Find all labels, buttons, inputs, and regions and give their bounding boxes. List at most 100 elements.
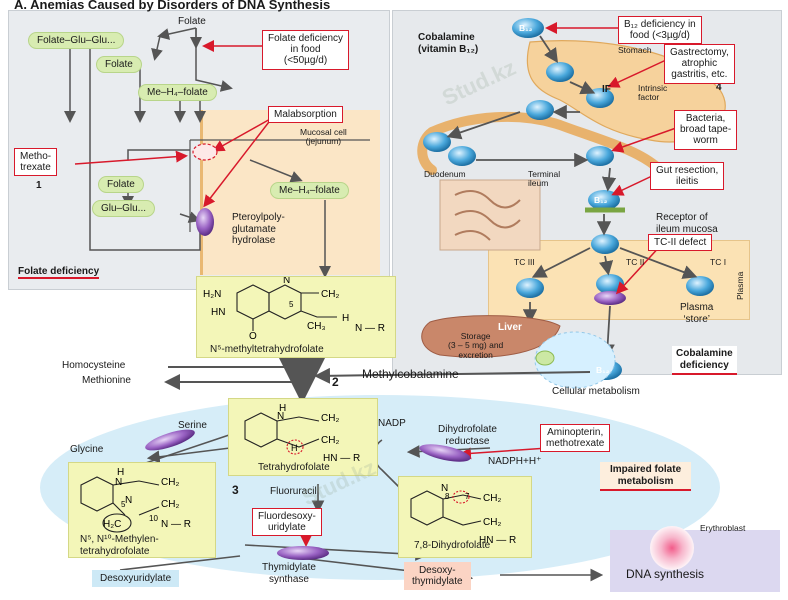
dhf-label: 7,8-Dihydrofolate	[414, 540, 491, 551]
aminopterin-box: Aminopterin, methotrexate	[540, 424, 611, 453]
svg-text:H₂C: H₂C	[103, 519, 121, 530]
dhf-reductase-label: Dihydrofolate reductase	[438, 424, 497, 447]
serine-label: Serine	[178, 420, 207, 431]
svg-text:N: N	[115, 477, 122, 488]
tc2-label: TC II	[626, 257, 645, 267]
svg-text:N — R: N — R	[355, 323, 385, 334]
svg-text:N: N	[283, 277, 290, 286]
svg-text:CH₂: CH₂	[161, 499, 179, 510]
thf-box: H N CH₂ H CH₂ HN — R	[228, 398, 378, 476]
svg-text:HN: HN	[211, 307, 225, 318]
n5-methylthf-label: N⁵-methyltetrahydrofolate	[210, 344, 324, 355]
b12-label-ileum: B₁₂	[594, 195, 608, 205]
duodenum-label: Duodenum	[424, 169, 466, 179]
thf-label: Tetrahydrofolate	[258, 462, 330, 473]
receptor-label: Receptor of ileum mucosa	[656, 212, 718, 235]
svg-text:H: H	[117, 467, 124, 478]
svg-text:10: 10	[149, 514, 158, 523]
nadph-label: NADPH+H⁺	[488, 456, 542, 467]
svg-text:CH₂: CH₂	[321, 435, 339, 446]
methylen-thf-box: H N CH₂ 5 N CH₂ H₂C 10 N — R	[68, 462, 216, 558]
plasma-store-label: Plasma ‘store’	[680, 302, 714, 325]
svg-text:5: 5	[121, 500, 126, 509]
impaired-folate-caption: Impaired folate metabolism	[600, 462, 692, 491]
svg-text:H: H	[291, 443, 298, 453]
svg-text:N — R: N — R	[161, 519, 191, 530]
step-4-number: 4	[716, 82, 722, 93]
methylcobalamine-label: Methylcobalamine	[362, 367, 459, 381]
dhf-box: N 8 7 CH₂ CH₂ HN — R	[398, 476, 532, 558]
svg-text:H: H	[279, 403, 286, 414]
folate-food-deficiency-box: Folate deficiency in food (<50µg/d)	[262, 30, 350, 70]
svg-text:CH₂: CH₂	[321, 413, 339, 424]
red-connectors-right	[300, 22, 677, 547]
folate-deficiency-caption: Folate deficiency	[18, 266, 100, 279]
svg-text:HN — R: HN — R	[323, 453, 360, 464]
gut-resection-box: Gut resection, ileitis	[650, 162, 725, 191]
thf-structure: H N CH₂ H CH₂ HN — R	[244, 403, 360, 464]
intrinsic-factor-label: Intrinsic factor	[638, 83, 668, 103]
folate-label: Folate	[178, 16, 206, 27]
methionine-label: Methionine	[82, 375, 131, 386]
folate-pill: Folate	[96, 56, 142, 73]
erythroblast-label: Erythroblast	[700, 523, 746, 533]
methylen-thf-label: N⁵, N¹⁰-Methylen- tetrahydrofolate	[80, 534, 159, 557]
bacteria-box: Bacteria, broad tape- worm	[674, 110, 738, 150]
nadp-label: NADP	[378, 418, 406, 429]
svg-text:H: H	[342, 313, 349, 324]
plasma-label: Plasma	[735, 271, 745, 300]
glu-glu-pill: Glu–Glu...	[92, 200, 156, 217]
b12-label-top: B₁₂	[519, 23, 533, 33]
storage-label: Storage (3 – 5 mg) and excretion	[448, 331, 504, 360]
desoxythymidylate-tag: Desoxy- thymidylate	[404, 562, 471, 590]
if-label: IF	[602, 84, 611, 95]
me-h4-folate-pill: Me–H₄–folate	[138, 84, 217, 101]
svg-text:CH₂: CH₂	[161, 477, 179, 488]
svg-text:H₂N: H₂N	[203, 289, 221, 300]
step-1-number: 1	[36, 180, 42, 191]
svg-text:O: O	[249, 331, 257, 342]
step-2-number: 2	[332, 375, 339, 389]
mucosal-cell-label: Mucosal cell (jejunum)	[300, 127, 347, 147]
stomach-label: Stomach	[618, 45, 652, 55]
cellular-metabolism-label: Cellular metabolism	[552, 386, 640, 397]
svg-text:N: N	[125, 495, 132, 506]
svg-text:CH₃: CH₃	[307, 321, 326, 332]
tc2-defect-box: TC-II defect	[648, 234, 713, 252]
cobalamine-deficiency-caption: Cobalamine deficiency	[672, 346, 737, 375]
dna-synthesis-label: DNA synthesis	[626, 567, 705, 581]
b12-particles	[423, 62, 714, 298]
cobalamine-title: Cobalamine (vitamin B₁₂)	[418, 32, 479, 55]
glycine-label: Glycine	[70, 444, 104, 455]
step-3-number: 3	[232, 483, 239, 497]
terminal-ileum-label: Terminal ileum	[528, 169, 561, 189]
homocysteine-label: Homocysteine	[62, 360, 126, 371]
tc3-label: TC III	[514, 257, 535, 267]
svg-text:CH₂: CH₂	[483, 493, 501, 504]
svg-text:8: 8	[445, 492, 450, 501]
me-h4-folate-pill-2: Me–H₄–folate	[270, 182, 349, 199]
red-connectors-left	[74, 40, 273, 208]
dhf-structure: N 8 7 CH₂ CH₂ HN — R	[410, 483, 516, 546]
b12-food-deficiency-box: B₁₂ deficiency in food (<3µg/d)	[618, 16, 702, 45]
tc1-label: TC I	[710, 257, 727, 267]
b12-label-cell: B₁₂	[596, 365, 610, 375]
n5-methylthf-box: H₂N HN O N 5 CH₂ CH₃ H N — R	[196, 275, 396, 358]
fluordesoxyuridylate-box: Fluordesoxy- uridylate	[252, 508, 322, 537]
folate-arrows	[64, 27, 331, 278]
liver-label: Liver	[498, 322, 522, 333]
hydrolase-label: Pteroylpoly- glutamate hydrolase	[232, 212, 285, 246]
fluoruracil-label: Fluoruracil	[270, 486, 317, 497]
folate-glu-pill: Folate–Glu–Glu...	[28, 32, 125, 49]
methylen-thf-structure: H N CH₂ 5 N CH₂ H₂C 10 N — R	[80, 467, 191, 533]
svg-text:7: 7	[465, 492, 470, 501]
n5-methylthf-structure: H₂N HN O N 5 CH₂ CH₃ H N — R	[203, 275, 385, 342]
svg-text:N: N	[277, 411, 284, 422]
svg-text:5: 5	[289, 300, 294, 309]
svg-text:CH₂: CH₂	[321, 289, 339, 300]
desoxyuridylate-tag: Desoxyuridylate	[92, 570, 180, 587]
malabsorption-box: Malabsorption	[268, 106, 343, 124]
thymidylate-synthase-label: Thymidylate synthase	[262, 562, 316, 585]
gastrectomy-box: Gastrectomy, atrophic gastritis, etc.	[664, 44, 735, 84]
